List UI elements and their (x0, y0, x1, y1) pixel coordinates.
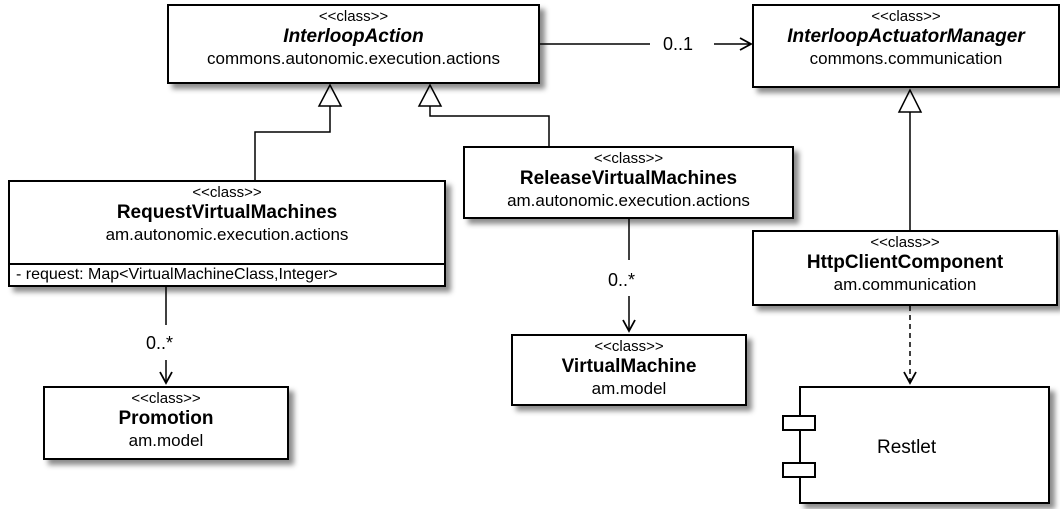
generalization-release-line (429, 106, 550, 146)
attribute-compartment: - request: Map<VirtualMachineClass,Integ… (10, 263, 444, 285)
attribute-request: - request: Map<VirtualMachineClass,Integ… (16, 266, 338, 283)
component-restlet[interactable]: Restlet (799, 386, 1050, 504)
generalization-request-triangle-icon (317, 83, 343, 107)
class-promotion[interactable]: <<class>> Promotion am.model (43, 386, 289, 460)
component-port-icon (782, 462, 816, 478)
class-name: InterloopAction (283, 26, 424, 47)
multiplicity-request-promotion: 0..* (146, 333, 174, 353)
class-name: RequestVirtualMachines (116, 202, 338, 223)
stereotype-label: <<class>> (318, 8, 389, 25)
stereotype-label: <<class>> (871, 8, 941, 25)
package-name: am.autonomic.execution.actions (105, 225, 349, 244)
generalization-http-triangle-icon (897, 88, 923, 113)
package-name: am.autonomic.execution.actions (507, 191, 750, 210)
class-name: VirtualMachine (561, 356, 697, 377)
stereotype-label: <<class>> (594, 338, 664, 355)
class-request-virtual-machines[interactable]: <<class>> RequestVirtualMachines am.auto… (8, 180, 446, 287)
package-name: commons.communication (809, 49, 1003, 68)
class-name: HttpClientComponent (806, 252, 1004, 273)
class-interloop-actuator-manager[interactable]: <<class>> InterloopActuatorManager commo… (752, 4, 1060, 88)
class-release-virtual-machines[interactable]: <<class>> ReleaseVirtualMachines am.auto… (463, 146, 794, 219)
component-name: Restlet (877, 437, 937, 458)
multiplicity-release-vm: 0..* (608, 270, 636, 290)
stereotype-label: <<class>> (192, 184, 262, 201)
stereotype-label: <<class>> (131, 390, 201, 407)
class-name: InterloopActuatorManager (787, 26, 1025, 47)
stereotype-label: <<class>> (593, 150, 664, 167)
class-name: Promotion (118, 408, 214, 429)
class-http-client-component[interactable]: <<class>> HttpClientComponent am.communi… (752, 230, 1058, 306)
package-name: am.communication (833, 275, 977, 294)
package-name: am.model (128, 431, 204, 450)
package-name: commons.autonomic.execution.actions (207, 49, 500, 68)
class-virtual-machine[interactable]: <<class>> VirtualMachine am.model (511, 334, 747, 406)
class-name: ReleaseVirtualMachines (519, 168, 738, 189)
class-interloop-action[interactable]: <<class>> InterloopAction commons.autono… (167, 4, 540, 84)
multiplicity-action-manager: 0..1 (663, 34, 694, 54)
stereotype-label: <<class>> (870, 234, 940, 251)
component-port-icon (782, 415, 816, 431)
generalization-release-triangle-icon (417, 83, 443, 107)
package-name: am.model (591, 379, 667, 398)
generalization-request-line (254, 106, 331, 180)
